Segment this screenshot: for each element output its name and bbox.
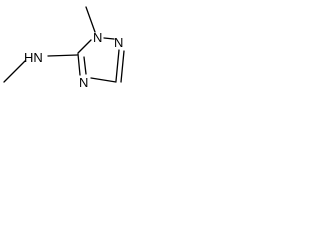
- atom-n2-label: N: [114, 35, 123, 50]
- atom-n4-label: N: [79, 75, 88, 90]
- molecule-structure: N N N HN: [3, 6, 125, 90]
- atom-n1-label: N: [93, 30, 102, 45]
- bond-n2-c3: [115, 49, 120, 82]
- bond-n2-c3-double: [120, 50, 125, 83]
- bond-n1-methyl: [85, 6, 96, 33]
- bond-nh-methyl: [3, 60, 26, 83]
- bond-n1-n2: [103, 37, 115, 40]
- bond-n4-c5-double: [83, 56, 87, 75]
- bond-c5-nh: [47, 54, 78, 57]
- bond-n4-c5: [77, 53, 81, 76]
- structure-canvas: N N N HN: [0, 0, 132, 114]
- atom-nh-label: HN: [24, 50, 43, 65]
- bond-c5-n1: [77, 39, 92, 54]
- bond-c3-n4: [90, 77, 117, 83]
